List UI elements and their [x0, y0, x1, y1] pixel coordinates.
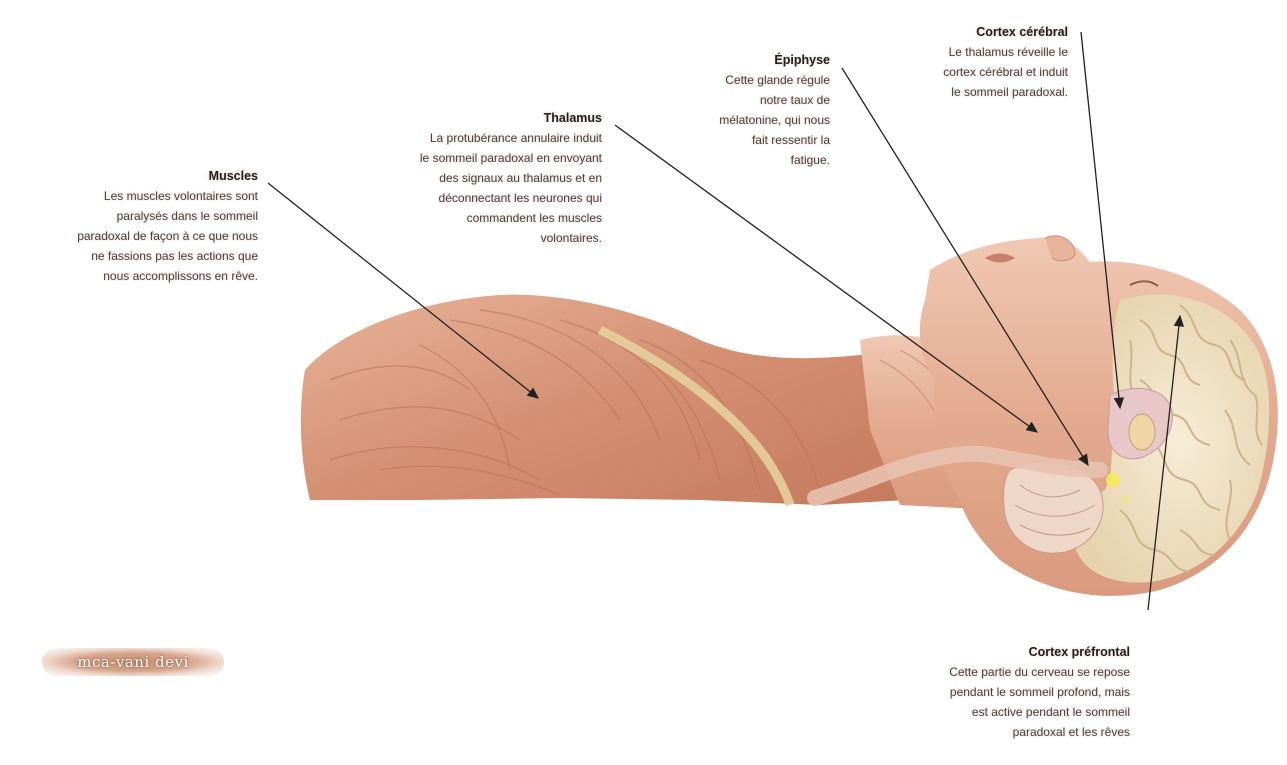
- label-cortex-cerebral-title: Cortex cérébral: [870, 22, 1068, 42]
- label-epiphyse-title: Épiphyse: [640, 50, 830, 70]
- label-thalamus-title: Thalamus: [330, 108, 602, 128]
- label-cortex-prefrontal-text: Cette partie du cerveau se repose pendan…: [862, 662, 1130, 742]
- label-cortex-prefrontal-title: Cortex préfrontal: [862, 642, 1130, 662]
- label-thalamus: Thalamus La protubérance annulaire indui…: [330, 108, 602, 248]
- pons-highlight: [1106, 473, 1120, 487]
- label-muscles: Muscles Les muscles volontaires sont par…: [8, 166, 258, 286]
- label-thalamus-text: La protubérance annulaire induit le somm…: [330, 128, 602, 248]
- label-cortex-prefrontal: Cortex préfrontal Cette partie du cervea…: [862, 642, 1130, 742]
- author-signature-text: mca-vani devi: [77, 653, 189, 671]
- label-muscles-title: Muscles: [8, 166, 258, 186]
- label-cortex-cerebral-text: Le thalamus réveille le cortex cérébral …: [870, 42, 1068, 102]
- epiphyse-gland: [1129, 414, 1155, 450]
- label-cortex-cerebral: Cortex cérébral Le thalamus réveille le …: [870, 22, 1068, 102]
- label-epiphyse-text: Cette glande régule notre taux de mélato…: [640, 70, 830, 170]
- label-epiphyse: Épiphyse Cette glande régule notre taux …: [640, 50, 830, 170]
- author-signature: mca-vani devi: [42, 648, 224, 676]
- label-muscles-text: Les muscles volontaires sont paralysés d…: [8, 186, 258, 286]
